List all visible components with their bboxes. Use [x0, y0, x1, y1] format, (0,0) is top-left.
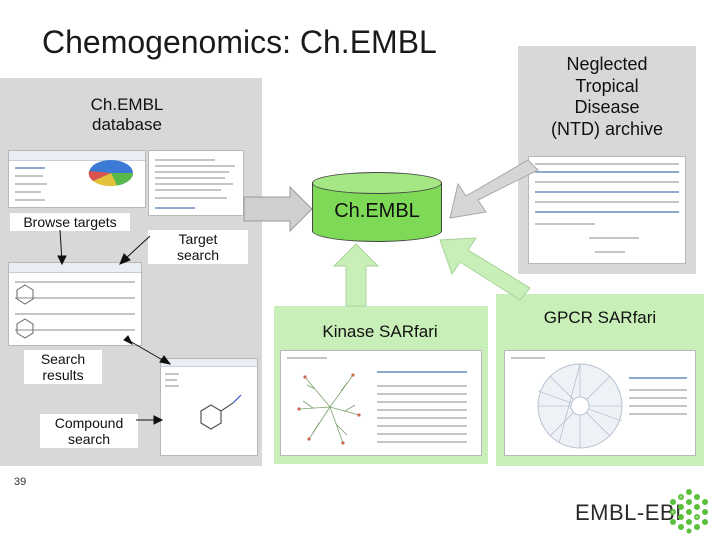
gpcr-to-chembl-arrow — [439, 237, 531, 301]
kinase-sarfari-label: Kinase SARfari — [322, 322, 438, 341]
results-to-compound-arrow — [127, 339, 167, 363]
browse-targets-label: Browse targets — [10, 213, 130, 232]
gpcr-wheel-thumbnail — [537, 363, 623, 449]
ntd-archive-screenshot — [528, 156, 686, 264]
browse-targets-screenshot — [8, 150, 146, 208]
target-search-screenshot — [148, 150, 244, 216]
kinase-to-chembl-arrow — [332, 243, 380, 307]
slide-title: Chemogenomics: Ch.EMBL — [42, 24, 437, 60]
pie-chart-thumbnail — [88, 160, 133, 187]
search-results-label: Search results — [24, 350, 102, 385]
search-results-screenshot — [8, 262, 142, 346]
kinome-tree-thumbnail — [297, 373, 361, 445]
database-to-chembl-arrow — [243, 185, 313, 233]
slide-number: 39 — [14, 476, 27, 488]
ntd-archive-label: Neglected Tropical Disease (NTD) archive — [550, 54, 663, 139]
embl-ebi-logo-icon — [670, 489, 708, 534]
target-search-to-results-arrow — [123, 235, 151, 261]
molecule-thumbnail — [16, 284, 34, 339]
embl-ebi-logo-text: EMBL-EBI — [575, 500, 682, 525]
ntd-to-chembl-arrow — [449, 159, 539, 219]
compound-search-label: Compound search — [40, 414, 138, 449]
target-search-label: Target search — [148, 230, 248, 265]
chembl-cylinder-label: Ch.EMBL — [334, 200, 420, 222]
compound-search-screenshot — [160, 358, 258, 456]
gpcr-sarfari-label: GPCR SARfari — [543, 308, 657, 327]
gpcr-sarfari-screenshot — [504, 350, 696, 456]
chembl-database-label: Ch.EMBL database — [90, 95, 164, 134]
structure-editor-thumbnail — [200, 394, 242, 430]
footer — [0, 482, 720, 540]
kinase-sarfari-screenshot — [280, 350, 482, 456]
chembl-database-cylinder: Ch.EMBL — [312, 172, 442, 242]
